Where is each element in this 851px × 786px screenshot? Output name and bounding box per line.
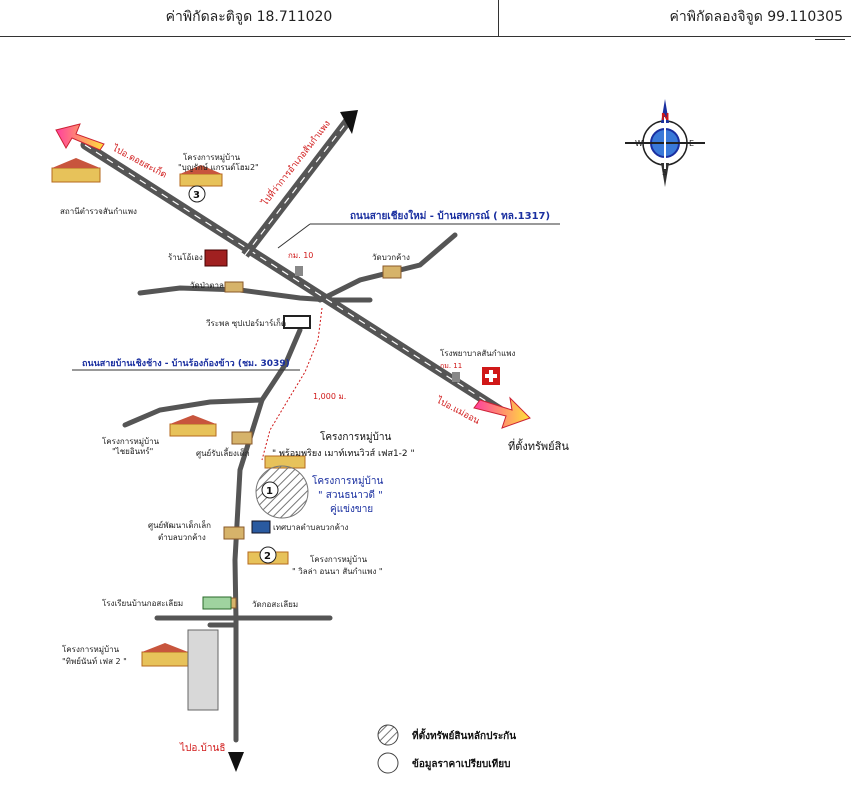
latitude-label: ค่าพิกัดละติจูด 18.711020: [165, 9, 333, 25]
wat-buak-khang-label: วัดบวกค้าง: [372, 253, 410, 262]
arrow-mae-on-icon: [473, 396, 531, 429]
to-mae-on-label: ไปอ.แม่ออน: [434, 394, 482, 426]
header-divider: [498, 0, 499, 36]
project-prom-name: " พร้อมพริยง เมาท์เทนวิวส์ เฟส1-2 ": [272, 447, 415, 459]
hospital-label: โรงพยาบาลสันกำแพง: [440, 348, 516, 358]
marker-1: 1: [261, 481, 279, 499]
legend-hatched-icon: [377, 724, 399, 746]
wat-ko-label: วัดกอสะเลียม: [252, 600, 298, 609]
longitude-label: ค่าพิกัดลองจิจูด 99.110305: [669, 9, 843, 25]
property-location-label: ที่ตั้งทรัพย์สิน: [508, 438, 569, 453]
distance-label: 1,000 ม.: [313, 392, 346, 401]
minor-roads: [122, 232, 458, 743]
shop-icon: [204, 249, 228, 267]
project-chai-title: โครงการหมู่บ้าน: [102, 436, 160, 447]
shop-label: ร้านโอ้เอง: [168, 252, 203, 262]
compass-n-label: N: [661, 112, 669, 123]
km-11-post-icon: [452, 372, 460, 382]
header-rule: [0, 36, 851, 37]
road-1317-pointer: [277, 223, 311, 249]
hospital-cross-icon: [482, 367, 500, 385]
project-3-name: "บุญรักษ์ แกรนด์โฮม2": [178, 162, 259, 172]
property-site-marker: [255, 465, 309, 519]
road-1317-label: ถนนสายเชียงใหม่ - บ้านสหกรณ์ ( ทล.1317): [350, 209, 550, 222]
child-dev-label: ศูนย์พัฒนาเด็กเล็ก: [148, 520, 211, 531]
childcare-label: ศูนย์รับเลี้ยงเด็ก: [196, 447, 250, 459]
school-label: โรงเรียนบ้านกอสะเลียม: [102, 598, 183, 608]
project-2-title: โครงการหมู่บ้าน: [310, 554, 368, 565]
legend-hatched-label: ที่ตั้งทรัพย์สินหลักประกัน: [412, 728, 516, 742]
coordinate-header: ค่าพิกัดละติจูด 18.711020 ค่าพิกัดลองจิจ…: [0, 0, 851, 40]
project-thip-title: โครงการหมู่บ้าน: [62, 644, 120, 655]
arrow-south-icon: [228, 752, 244, 772]
compass-w-label: W: [635, 139, 643, 148]
project-2-name: " วิลล่า อนนา สันกำแพง ": [292, 567, 383, 576]
km-10-post-icon: [295, 266, 303, 276]
arrow-doi-saket-icon: [55, 123, 105, 151]
child-dev-label-2: ตำบลบวกค้าง: [158, 533, 206, 542]
svg-text:2: 2: [264, 551, 271, 562]
supermarket-icon: [283, 315, 311, 329]
marker-2: 2: [259, 546, 277, 564]
project-chai-name: "ไชยอินทร์": [112, 446, 153, 456]
legend-circle-icon: [377, 752, 399, 774]
svg-text:3: 3: [193, 190, 200, 201]
supermarket-label: วีระพล ซุปเปอร์มาร์เก็ต: [205, 318, 286, 328]
header-rule-short: [815, 39, 845, 40]
project-1-name: " สวนธนาวดี ": [318, 489, 383, 501]
project-3-title: โครงการหมู่บ้าน: [183, 152, 241, 163]
highway-1317: [80, 115, 505, 415]
project-1-title: โครงการหมู่บ้าน: [312, 474, 384, 487]
school-icon: [202, 596, 232, 610]
km-10-label: กม. 10: [288, 251, 313, 260]
project-thip-name: "ทิพย์นันท์ เฟส 2 ": [62, 656, 127, 666]
compass-e-label: E: [689, 139, 694, 148]
legend: ที่ตั้งทรัพย์สินหลักประกัน ข้อมูลราคาเปร…: [377, 724, 516, 774]
road-3039-label: ถนนสายบ้านเชิงช้าง - บ้านร้องก้องข้าว (ช…: [82, 358, 290, 369]
municipality-label: เทศบาลตำบลบวกค้าง: [273, 523, 348, 532]
compass-s-label: S: [662, 168, 667, 177]
marker-3: 3: [188, 185, 206, 203]
km-11-label: กม. 11: [440, 362, 462, 370]
to-ban-thi-label: ไปอ.บ้านธิ: [179, 742, 225, 754]
svg-text:1: 1: [266, 486, 273, 497]
police-label: สถานีตำรวจสันกำแพง: [60, 207, 137, 216]
compass-icon: N S E W: [625, 99, 705, 187]
plot-layout-icon: [187, 629, 219, 711]
municipality-icon: [251, 520, 271, 534]
legend-circle-label: ข้อมูลราคาเปรียบเทียบ: [412, 758, 510, 771]
wat-pa-tan-label: วัดป่าตาล: [190, 281, 224, 290]
arrow-amphoe-icon: [340, 110, 358, 134]
project-1-sub: คู่แข่งขาย: [330, 504, 373, 515]
project-prom-title: โครงการหมู่บ้าน: [320, 430, 392, 443]
